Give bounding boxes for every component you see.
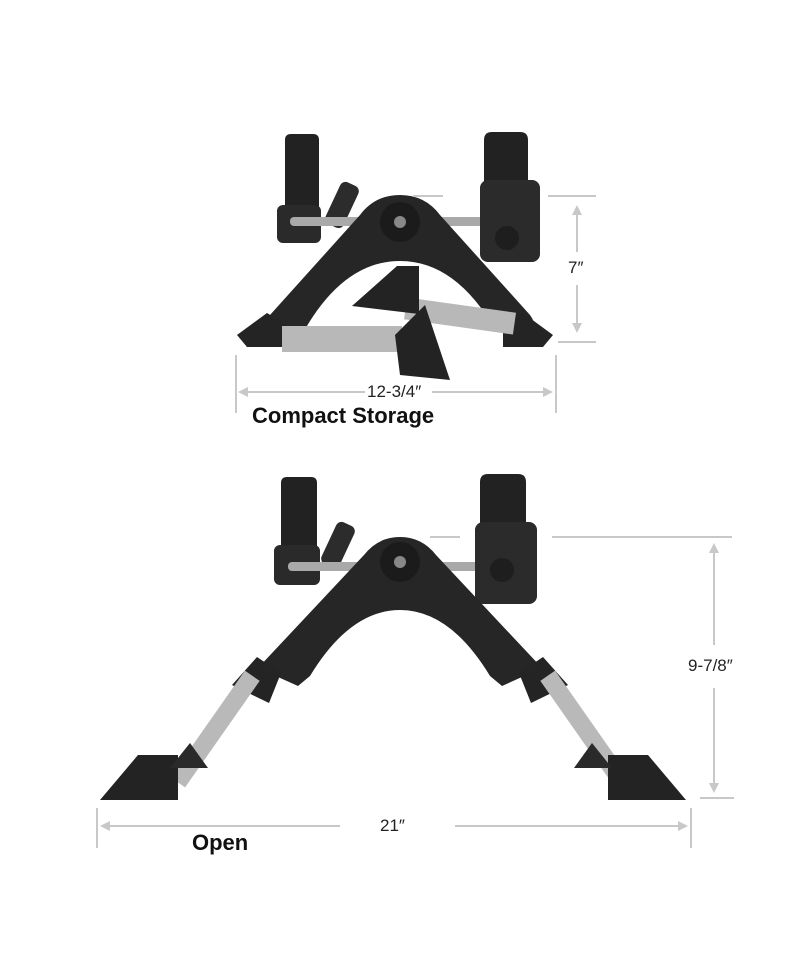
open-height-bottom-ext — [700, 797, 734, 799]
compact-height-label: 7″ — [568, 258, 584, 277]
compact-pedal-exerciser — [237, 132, 553, 380]
open-width-label: 21″ — [380, 816, 405, 835]
open-pedal-exerciser — [100, 474, 686, 800]
compact-height-bottom-ext — [558, 341, 596, 343]
open-width-left-ext — [96, 808, 98, 848]
compact-storage-caption: Compact Storage — [252, 403, 435, 428]
compact-width-line-2 — [432, 391, 547, 393]
compact-height-top-ext2 — [548, 195, 596, 197]
open-height-top-ext2 — [552, 536, 732, 538]
open-caption: Open — [192, 830, 249, 855]
compact-height-line-2 — [576, 285, 578, 330]
compact-width-right-ext — [555, 355, 557, 413]
dimension-arrows — [100, 205, 719, 831]
open-width-line — [105, 825, 340, 827]
compact-width-line — [245, 391, 365, 393]
compact-height-line — [576, 210, 578, 252]
open-height-label: 9-7/8″ — [688, 656, 733, 675]
open-width-right-ext — [690, 808, 692, 848]
open-height-line — [713, 550, 715, 645]
compact-height-top-ext — [413, 195, 443, 197]
open-height-top-ext — [430, 536, 460, 538]
compact-width-left-ext — [235, 355, 237, 413]
open-width-line-2 — [455, 825, 683, 827]
open-height-line-2 — [713, 688, 715, 788]
compact-width-label: 12-3/4″ — [367, 382, 422, 401]
